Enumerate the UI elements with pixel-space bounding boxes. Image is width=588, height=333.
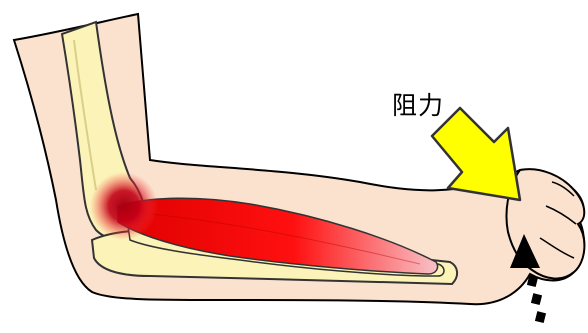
pain-spot	[90, 172, 158, 240]
resistance-label: 阻力	[392, 86, 444, 122]
resistance-arrow-icon	[432, 108, 520, 200]
